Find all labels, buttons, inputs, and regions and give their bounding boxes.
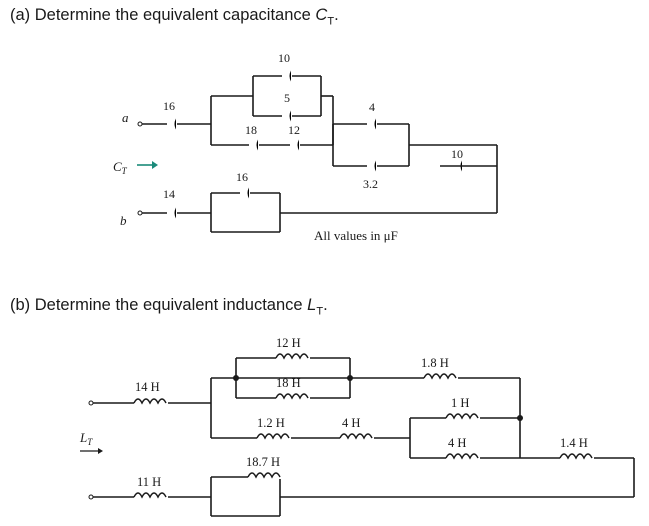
inductor-18-symbol xyxy=(275,391,310,400)
ct-arrow-icon xyxy=(137,161,158,169)
terminal-b-dot xyxy=(137,210,143,216)
inductor-1-2-label: 1.2 H xyxy=(257,416,285,430)
capacitor-16-mid-label: 16 xyxy=(236,170,248,184)
question-b-period: . xyxy=(323,296,328,314)
junction-dot xyxy=(347,375,353,381)
capacitor-3-2-label: 3.2 xyxy=(363,177,378,191)
inductor-1-2-symbol xyxy=(256,431,291,440)
question-a-period: . xyxy=(334,6,339,24)
capacitor-14-symbol xyxy=(167,207,177,219)
question-b-subscript: T xyxy=(316,305,324,318)
inductor-circuit: LT xyxy=(79,336,635,517)
terminal-a-dot xyxy=(137,121,143,127)
inductor-11-label: 11 H xyxy=(137,475,161,489)
inductor-12-symbol xyxy=(275,351,310,360)
inductor-4-mid-symbol xyxy=(339,431,374,440)
ct-label: CT xyxy=(113,159,128,176)
question-a: (a) Determine the equivalent capacitance… xyxy=(10,6,339,27)
junction-dot xyxy=(233,375,239,381)
inductor-11-symbol xyxy=(133,490,168,499)
wires-a xyxy=(142,75,498,233)
capacitor-5-symbol xyxy=(282,110,292,122)
capacitor-circuit: a b CT 16 14 10 5 18 12 16 4 3.2 10 All … xyxy=(113,51,498,243)
capacitor-14-label: 14 xyxy=(163,187,175,201)
inductor-1-label: 1 H xyxy=(451,396,469,410)
terminal-b-label: b xyxy=(120,213,127,228)
question-a-text: (a) Determine the equivalent capacitance xyxy=(10,6,316,24)
question-b-symbol: L xyxy=(307,296,317,314)
lt-arrow-icon xyxy=(80,448,103,454)
inductor-12-label: 12 H xyxy=(276,336,301,350)
inductor-14-label: 14 H xyxy=(135,380,160,394)
capacitor-5-label: 5 xyxy=(284,91,290,105)
capacitor-10-top-label: 10 xyxy=(278,51,290,65)
inductor-18-label: 18 H xyxy=(276,376,301,390)
junction-dot xyxy=(517,415,523,421)
inductor-4-mid-label: 4 H xyxy=(342,416,360,430)
inductor-1-8-label: 1.8 H xyxy=(421,356,449,370)
capacitor-16-top-symbol xyxy=(167,118,177,130)
capacitor-3-2-symbol xyxy=(367,160,377,172)
inductor-4-right-label: 4 H xyxy=(448,436,466,450)
capacitor-12-symbol xyxy=(290,139,300,151)
capacitor-12-label: 12 xyxy=(288,123,300,137)
capacitor-16-top-label: 16 xyxy=(163,99,175,113)
capacitor-18-symbol xyxy=(249,139,259,151)
question-b-text: (b) Determine the equivalent inductance xyxy=(10,296,308,314)
question-a-subscript: T xyxy=(327,15,335,28)
capacitor-18-label: 18 xyxy=(245,123,257,137)
inductor-1-4-symbol xyxy=(559,451,594,460)
capacitor-4-label: 4 xyxy=(369,100,375,114)
terminal-a-label: a xyxy=(122,110,129,125)
inductor-18-7-symbol xyxy=(247,470,282,479)
capacitor-16-mid-symbol xyxy=(240,187,250,199)
inductor-4-right-symbol xyxy=(445,451,480,460)
inductor-18-7-label: 18.7 H xyxy=(246,455,280,469)
inductor-14-symbol xyxy=(133,396,168,405)
inductor-1-symbol xyxy=(445,411,480,420)
lt-label: LT xyxy=(79,430,93,447)
units-note: All values in μF xyxy=(314,228,398,243)
capacitor-10-right-label: 10 xyxy=(451,147,463,161)
question-a-symbol: C xyxy=(315,6,328,24)
terminal-bottom-dot xyxy=(88,494,94,500)
capacitor-10-top-symbol xyxy=(282,70,292,82)
inductor-1-8-symbol xyxy=(423,371,458,380)
inductor-1-4-label: 1.4 H xyxy=(560,436,588,450)
question-b: (b) Determine the equivalent inductance … xyxy=(10,296,328,317)
capacitor-4-symbol xyxy=(367,118,377,130)
terminal-top-dot xyxy=(88,400,94,406)
